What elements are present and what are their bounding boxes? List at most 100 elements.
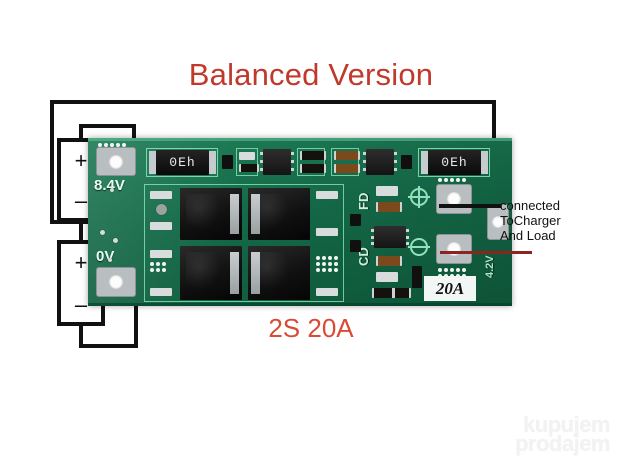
smd-right-d — [376, 272, 398, 282]
ic-protection-controller — [371, 226, 409, 248]
silk-frame-cluster-c — [331, 148, 359, 176]
annotation-line-2: ToCharger — [500, 213, 561, 228]
pcb-bottom-edge — [88, 303, 512, 306]
watermark: kupujem prodajem — [514, 412, 611, 456]
smd-right-b — [376, 202, 402, 212]
pcb-top-edge — [88, 138, 512, 141]
mosfet-tab — [251, 252, 260, 294]
silk-label-fd: FD — [356, 192, 371, 210]
smd-gate-f — [316, 228, 338, 236]
annotation-line-1: connected — [500, 198, 560, 213]
ic-leg — [260, 152, 263, 155]
bms-pcb-board: 8.4V 0V 0Eh — [88, 138, 512, 306]
ic-leg — [363, 160, 366, 163]
via-left-1 — [110, 188, 114, 192]
ic-leg — [394, 160, 397, 163]
chip-right-end-cap-b — [481, 151, 488, 174]
via-left-4 — [108, 258, 112, 262]
wire-midnode-vertical — [79, 206, 83, 240]
leader-line-to-charger — [439, 204, 501, 208]
pad-b-plus-8v4 — [96, 147, 136, 176]
mosfet-gloss — [186, 252, 224, 294]
ic-leg — [371, 242, 374, 245]
smd-res-b1 — [300, 151, 326, 160]
ic-leg — [406, 242, 409, 245]
polarity-plus-mark — [408, 186, 430, 208]
silk-frame-mosfet-block — [144, 184, 344, 302]
annotation-charger-load: connected ToCharger And Load — [500, 198, 561, 243]
ic-balance-left — [260, 149, 294, 175]
smd-gate-b — [150, 222, 172, 230]
smd-res-a1 — [239, 164, 259, 172]
chip-left-0eh: 0Eh — [156, 150, 209, 175]
ic-leg — [394, 168, 397, 171]
smd-gate-c — [150, 250, 172, 258]
smd-diode-right — [401, 155, 412, 169]
silk-frame-cluster-a — [236, 148, 258, 176]
silk-frame-chip-right — [418, 148, 490, 177]
ic-balance-right — [363, 149, 397, 175]
silk-label-4v2: 4.2V — [484, 255, 496, 278]
testpoint-fd — [350, 214, 361, 226]
via-grid-mosfet-right — [316, 256, 338, 272]
smd-res-c2 — [334, 164, 360, 173]
ic-leg — [406, 229, 409, 232]
wire-botcell-minus-down — [79, 306, 83, 348]
chip-right-0eh: 0Eh — [428, 150, 481, 175]
via-grid-p-plus — [438, 178, 466, 182]
annotation-line-3: And Load — [500, 228, 556, 243]
wire-left-outer-vertical — [50, 100, 54, 224]
ic-leg — [371, 236, 374, 239]
wire-bottom-return — [79, 344, 138, 348]
via-row-above-b-plus — [98, 143, 126, 147]
page-subtitle: 2S 20A — [268, 313, 354, 343]
mosfet-tab — [230, 252, 239, 294]
pad-p-plus-output — [436, 184, 472, 214]
pad-label-8v4: 8.4V — [94, 177, 125, 194]
mosfet-top-left — [180, 188, 242, 240]
wire-up-to-0v-pad — [134, 284, 138, 346]
smd-diode-left — [222, 155, 233, 169]
via-left-2 — [100, 230, 105, 235]
cell-top-plus-symbol: + — [74, 148, 88, 173]
mosfet-gloss — [254, 252, 292, 294]
silk-frame-cluster-b — [297, 148, 325, 176]
mosfet-top-right — [248, 188, 310, 240]
chip-right-end-cap-a — [421, 151, 428, 174]
silk-frame-chip-left — [146, 148, 218, 177]
watermark-line-2: prodajem — [514, 431, 611, 456]
ic-leg — [406, 236, 409, 239]
chip-left-end-cap-a — [149, 151, 156, 174]
mosfet-bottom-left — [180, 246, 242, 300]
cell-bottom-plus-symbol: + — [74, 250, 88, 275]
ic-leg — [260, 168, 263, 171]
ic-leg — [260, 160, 263, 163]
smd-right-c — [376, 256, 402, 266]
smd-right-g — [412, 266, 422, 288]
watermark-line-1: kupujem — [523, 412, 610, 437]
smd-right-a — [376, 186, 398, 196]
mosfet-tab — [251, 194, 260, 234]
leader-line-red-to-load — [440, 251, 532, 254]
pad-edge-right — [487, 204, 509, 240]
cell-top-minus-symbol: – — [74, 188, 88, 213]
mosfet-tab — [230, 194, 239, 234]
polarity-minus-mark — [408, 238, 430, 256]
smd-gate-g — [316, 288, 338, 296]
smd-right-e — [372, 288, 394, 298]
pad-label-0v: 0V — [96, 248, 115, 265]
smd-gate-e — [316, 191, 338, 199]
silk-box-current-rating: 20A — [424, 276, 476, 301]
ic-leg — [363, 168, 366, 171]
smd-gate-a — [150, 191, 172, 199]
cell-bottom-minus-symbol: – — [74, 292, 88, 317]
mosfet-gloss — [186, 194, 224, 234]
via-grid-mosfet-left — [150, 262, 166, 272]
smd-gate-d — [150, 288, 172, 296]
wire-topcell-plus-up — [79, 124, 83, 140]
smd-right-f — [393, 288, 411, 298]
pad-b-minus-0v — [96, 267, 136, 297]
smd-res-c1 — [334, 151, 360, 160]
smd-res-b2 — [300, 164, 326, 173]
